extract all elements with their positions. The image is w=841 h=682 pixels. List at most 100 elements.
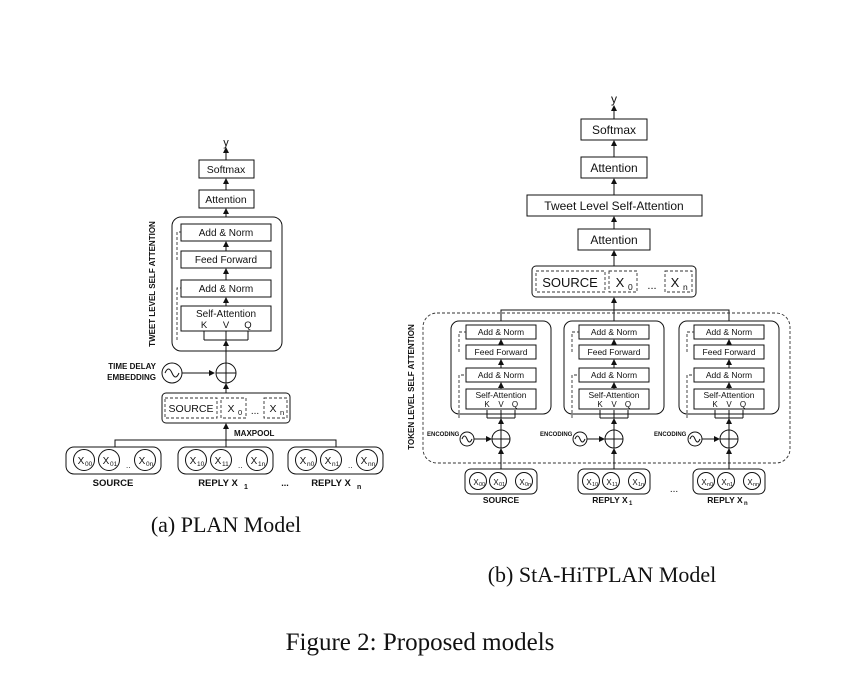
- plan-dots: ...: [251, 406, 259, 417]
- svg-text:Add & Norm: Add & Norm: [706, 370, 752, 380]
- plan-v-label: V: [223, 320, 230, 331]
- svg-text:X: X: [325, 456, 332, 467]
- plan-x0-token: [220, 397, 247, 419]
- plan-x0-label: X: [227, 403, 234, 415]
- svg-text:Add & Norm: Add & Norm: [706, 327, 752, 337]
- plan-xn-token: [263, 397, 288, 419]
- svg-text:11: 11: [222, 461, 229, 468]
- hit-tweet-level-label: Tweet Level Self-Attention: [544, 199, 683, 213]
- svg-text:X: X: [251, 456, 258, 467]
- plan-feed-forward-label: Feed Forward: [195, 255, 257, 266]
- svg-text:X: X: [139, 456, 146, 467]
- svg-text:X: X: [519, 478, 525, 487]
- svg-text:Add & Norm: Add & Norm: [591, 327, 637, 337]
- svg-text:n1: n1: [727, 482, 733, 488]
- plan-group-source-label: SOURCE: [93, 478, 134, 489]
- svg-text:1n: 1n: [258, 461, 266, 468]
- svg-text:n1: n1: [332, 461, 340, 468]
- hit-x0-token: [608, 270, 638, 293]
- svg-text:n: n: [744, 501, 748, 507]
- plan-self-attention-label: Self-Attention: [196, 309, 256, 320]
- svg-text:V: V: [498, 400, 504, 409]
- plan-group-reply-n: X n0 X n1 .. X nn REPLY X n: [287, 446, 384, 491]
- svg-text:nn: nn: [368, 461, 376, 468]
- svg-text:n0: n0: [707, 482, 713, 488]
- plan-q-label: Q: [244, 320, 251, 331]
- hit-attention-top-label: Attention: [590, 161, 637, 175]
- hit-output-y: y: [611, 92, 617, 106]
- svg-text:X: X: [473, 478, 479, 487]
- svg-text:...: ...: [670, 484, 678, 495]
- svg-text:X: X: [361, 456, 368, 467]
- plan-output-y: y: [223, 137, 229, 149]
- sta-hitplan-diagram: y Softmax Attention Tweet Level Self-Att…: [407, 92, 791, 587]
- plan-group-source: X 00 X 01 .. X 0n SOURCE: [65, 446, 162, 489]
- svg-text:X: X: [215, 456, 222, 467]
- svg-text:X: X: [606, 478, 612, 487]
- svg-text:Feed Forward: Feed Forward: [588, 347, 641, 357]
- hit-column-source: Add & Norm Feed Forward Add & Norm Self-…: [427, 320, 552, 505]
- plan-group-reply-1: X 10 X 11 .. X 1n REPLY X 1: [177, 446, 274, 491]
- svg-text:Self-Attention: Self-Attention: [703, 390, 754, 400]
- svg-text:...: ...: [281, 478, 289, 488]
- svg-text:X: X: [493, 478, 499, 487]
- hit-xn-label: X: [671, 275, 680, 290]
- plan-caption: (a) PLAN Model: [151, 512, 301, 537]
- svg-text:1: 1: [244, 484, 248, 491]
- plan-xn-sub: n: [280, 408, 284, 417]
- svg-text:K: K: [597, 400, 603, 409]
- svg-text:0n: 0n: [525, 482, 531, 488]
- svg-text:REPLY X: REPLY X: [707, 495, 743, 505]
- plan-x0-sub: 0: [238, 408, 242, 417]
- svg-text:X: X: [190, 456, 197, 467]
- svg-text:Q: Q: [512, 400, 518, 409]
- svg-text:1n: 1n: [638, 482, 644, 488]
- svg-text:Q: Q: [625, 400, 631, 409]
- plan-maxpool-label: MAXPOOL: [234, 429, 275, 438]
- svg-text:X: X: [632, 478, 638, 487]
- plan-model-diagram: y Softmax Attention TWEET LEVEL SELF ATT…: [65, 137, 384, 537]
- svg-text:Feed Forward: Feed Forward: [703, 347, 756, 357]
- svg-text:1: 1: [629, 501, 633, 507]
- svg-text:11: 11: [612, 482, 618, 488]
- svg-text:ENCODING: ENCODING: [540, 432, 573, 438]
- svg-text:..: ..: [238, 461, 242, 470]
- hit-xn-token: [664, 270, 693, 293]
- hit-x0-sub: 0: [628, 282, 633, 292]
- hit-source-label: SOURCE: [542, 275, 598, 290]
- plan-side-label: TWEET LEVEL SELF ATTENTION: [148, 221, 157, 347]
- svg-text:SOURCE: SOURCE: [483, 495, 520, 505]
- svg-text:X: X: [78, 456, 85, 467]
- plan-add-norm-top-label: Add & Norm: [199, 228, 253, 239]
- svg-text:..: ..: [348, 461, 352, 470]
- hit-xn-sub: n: [683, 282, 688, 292]
- figure-caption: Figure 2: Proposed models: [286, 629, 555, 656]
- svg-text:ENCODING: ENCODING: [427, 432, 460, 438]
- svg-text:n0: n0: [307, 461, 315, 468]
- svg-text:Self-Attention: Self-Attention: [588, 390, 639, 400]
- svg-text:Feed Forward: Feed Forward: [475, 347, 528, 357]
- plan-xn-label: X: [269, 403, 276, 415]
- svg-text:01: 01: [110, 461, 118, 468]
- svg-text:00: 00: [479, 482, 485, 488]
- svg-text:V: V: [726, 400, 732, 409]
- plan-k-label: K: [201, 320, 208, 331]
- svg-text:n: n: [357, 484, 361, 491]
- svg-text:Add & Norm: Add & Norm: [591, 370, 637, 380]
- svg-text:K: K: [484, 400, 490, 409]
- svg-text:01: 01: [499, 482, 505, 488]
- svg-text:10: 10: [197, 461, 205, 468]
- svg-text:X: X: [721, 478, 727, 487]
- hit-x0-label: X: [616, 275, 625, 290]
- plan-softmax-label: Softmax: [207, 164, 246, 176]
- svg-text:..: ..: [126, 461, 130, 470]
- svg-text:X: X: [103, 456, 110, 467]
- svg-text:K: K: [712, 400, 718, 409]
- hit-token-level-region: [422, 312, 791, 464]
- hit-column-reply-n: Add & Norm Feed Forward Add & Norm Self-…: [654, 320, 780, 507]
- hit-softmax-label: Softmax: [592, 123, 636, 137]
- svg-text:Self-Attention: Self-Attention: [475, 390, 526, 400]
- hit-column-reply-1: Add & Norm Feed Forward Add & Norm Self-…: [540, 320, 665, 507]
- svg-text:10: 10: [592, 482, 598, 488]
